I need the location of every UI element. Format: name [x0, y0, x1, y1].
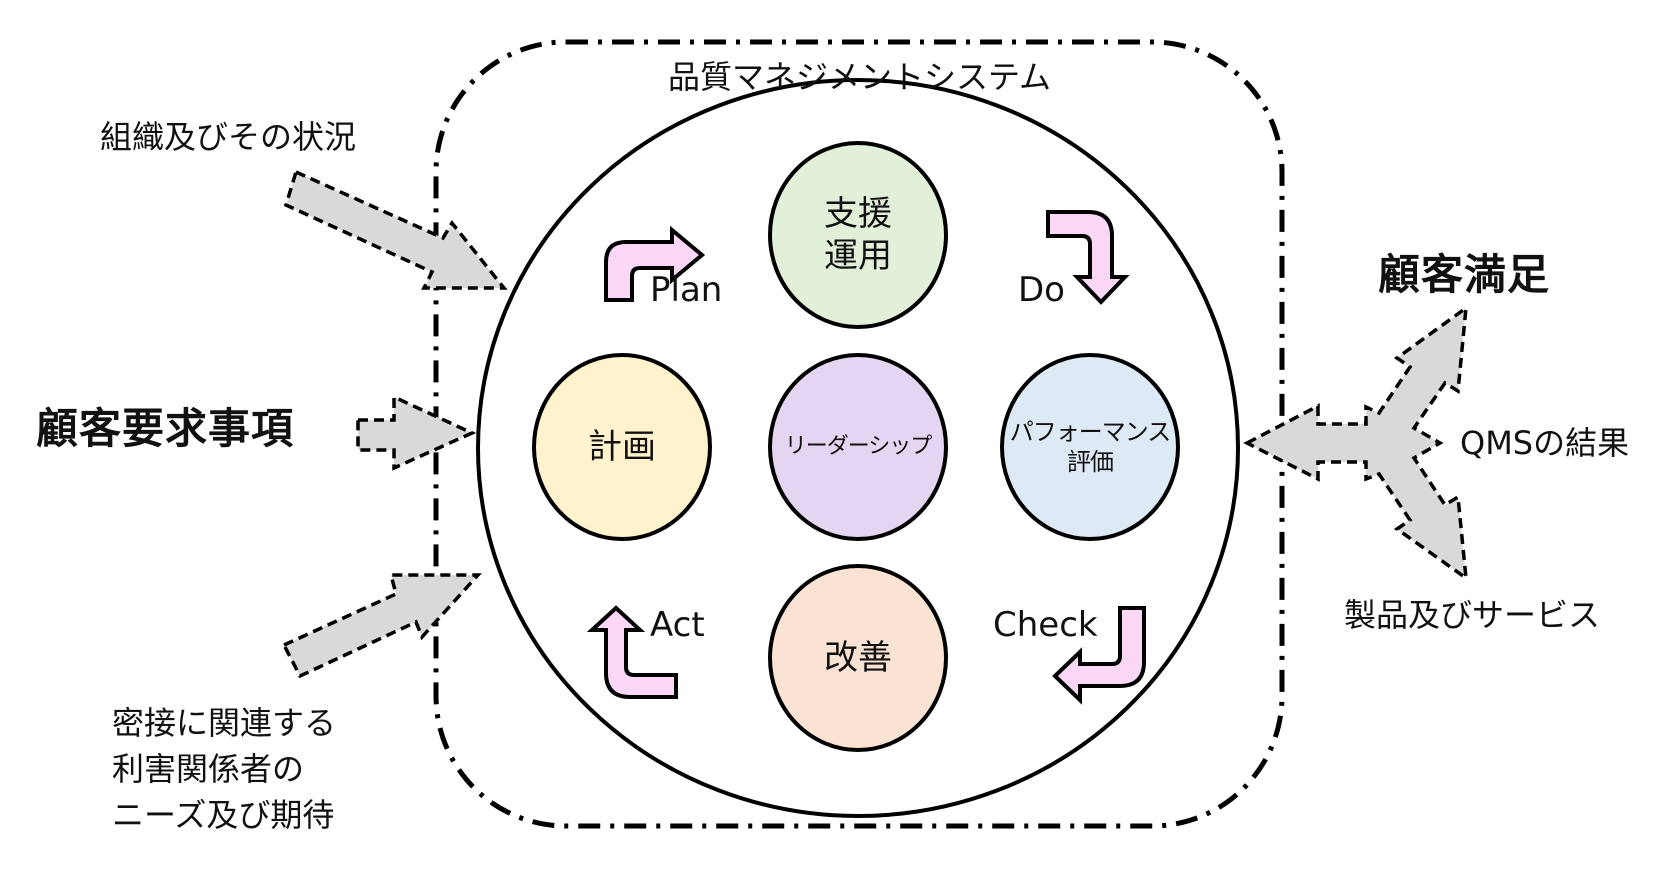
performance-line-2: 評価 [1067, 448, 1114, 476]
qms-title: 品質マネジメントシステム [668, 58, 1052, 96]
act-arrow-icon [586, 605, 678, 699]
interested-parties-line-1: 密接に関連する [112, 704, 337, 742]
input-interested-parties: 密接に関連する 利害関係者の ニーズ及び期待 [112, 700, 336, 838]
improvement-text: 改善 [770, 566, 946, 750]
interested-parties-line-2: 利害関係者の [112, 750, 305, 788]
input-arrow-customer-requirements-icon [356, 394, 477, 471]
circle-performance-evaluation [1000, 353, 1180, 541]
improvement-line-1: 改善 [824, 637, 892, 678]
pdca-plan-label: Plan [650, 270, 723, 310]
performance-line-1: パフォーマンス [1009, 418, 1172, 446]
leadership-text: リーダーシップ [770, 355, 946, 539]
support-line-1: 支援 [824, 193, 892, 234]
input-organization-context: 組織及びその状況 [100, 118, 357, 156]
output-arrow-icon [1243, 304, 1469, 582]
leadership-line-1: リーダーシップ [784, 434, 933, 460]
circle-support-operation [768, 141, 948, 329]
interested-parties-line-3: ニーズ及び期待 [112, 796, 335, 834]
circle-improvement [768, 564, 948, 752]
support-line-2: 運用 [824, 236, 892, 276]
pdca-check-label: Check [993, 605, 1098, 645]
planning-line-1: 計画 [588, 426, 656, 467]
output-customer-satisfaction: 顧客満足 [1378, 250, 1551, 299]
input-arrow-interested-parties-icon [281, 573, 482, 679]
check-arrow-icon [1052, 606, 1146, 705]
planning-text: 計画 [534, 355, 710, 539]
do-arrow-icon [1046, 210, 1130, 305]
circle-planning [532, 353, 712, 541]
qms-boundary [433, 39, 1285, 829]
circle-leadership [768, 353, 948, 541]
input-arrow-organization-icon [283, 169, 508, 290]
output-qms-results: QMSの結果 [1460, 424, 1630, 462]
pdca-act-label: Act [650, 605, 705, 645]
performance-evaluation-text: パフォーマンス 評価 [1002, 355, 1178, 539]
output-products-services: 製品及びサービス [1344, 596, 1601, 634]
pdca-do-label: Do [1018, 270, 1065, 310]
input-customer-requirements: 顧客要求事項 [36, 404, 295, 453]
support-operation-text: 支援 運用 [770, 143, 946, 327]
plan-arrow-icon [604, 225, 706, 302]
